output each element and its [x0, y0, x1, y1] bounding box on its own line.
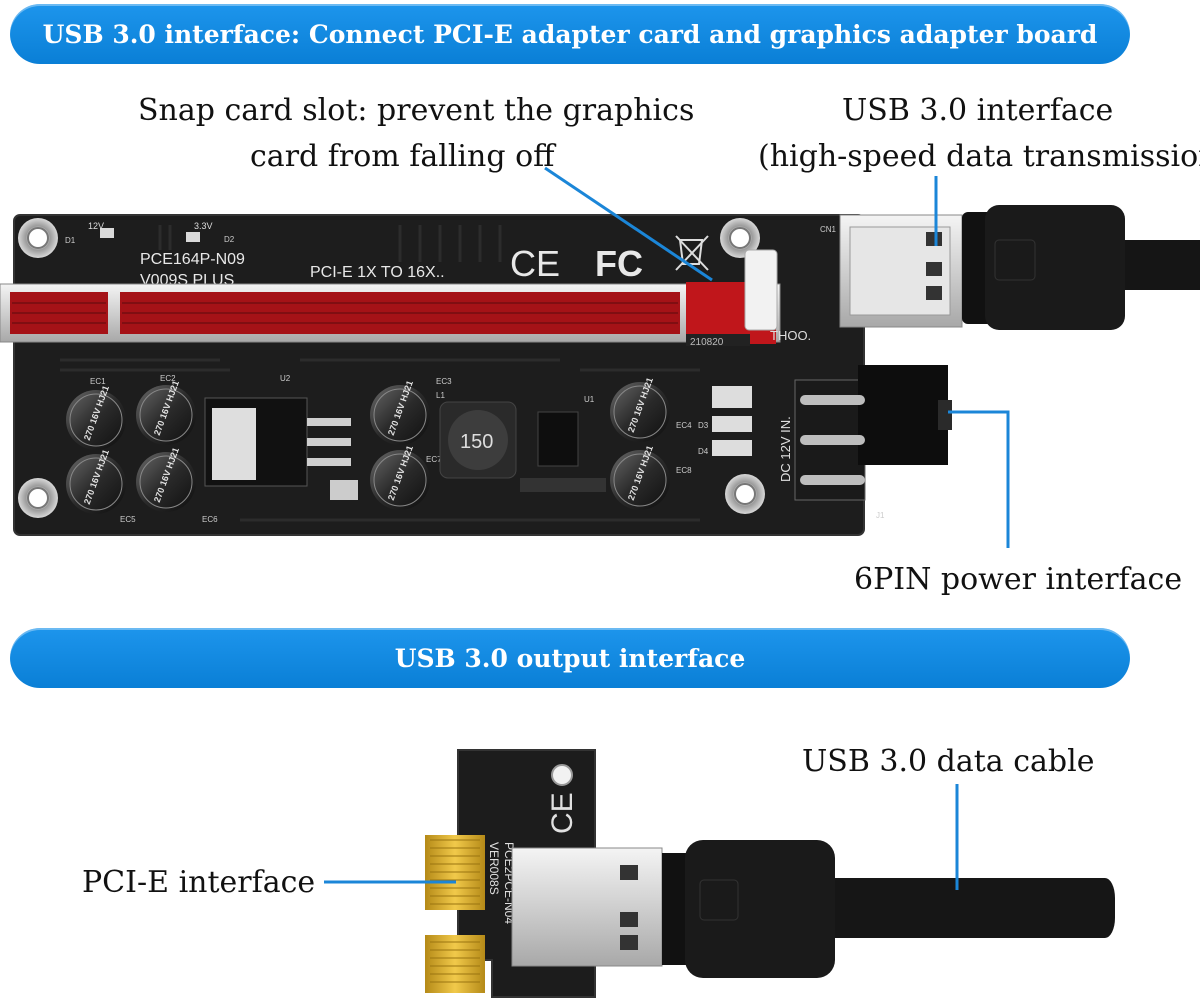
label-ec6: EC6: [202, 515, 218, 524]
chip-u1: [537, 411, 579, 467]
middle-banner: USB 3.0 output interface: [10, 628, 1130, 688]
label-ec7: EC7: [426, 455, 442, 464]
diode: [712, 440, 752, 456]
capacitor-ec3: [370, 385, 430, 445]
capacitor-ec4: [610, 382, 670, 442]
top-banner: USB 3.0 interface: Connect PCI-E adapter…: [10, 4, 1130, 64]
inductor-value: 150: [460, 431, 493, 453]
fcc-mark: FC: [595, 243, 643, 284]
label-d4: D4: [698, 447, 709, 456]
six-pin-connector: [794, 365, 952, 501]
diode: [712, 386, 752, 408]
label-j1: J1: [876, 511, 885, 520]
snap-latch: [744, 249, 778, 331]
label-ec2: EC2: [160, 374, 176, 383]
label-ec3: EC3: [436, 377, 452, 386]
gold-fingers: [425, 835, 485, 993]
capacitor-ec1: [66, 390, 126, 450]
inductor-l1: 150: [439, 401, 517, 479]
brand-mark: THOO.: [770, 328, 811, 343]
ce-mark: CE: [510, 243, 560, 284]
capacitor-ec2: [136, 385, 196, 445]
diode: [712, 416, 752, 432]
usb-port-small: [511, 847, 663, 967]
label-d1: D1: [65, 236, 76, 245]
resistor-array: [520, 478, 606, 492]
riser-board: 12V 3.3V D1 D2 PCE164P-N09 V009S PLUS PC…: [0, 205, 1200, 536]
label-33v: 3.3V: [194, 221, 213, 231]
pcie-interface-label: PCI-E interface: [82, 865, 316, 900]
capacitor-ec6: [136, 452, 196, 512]
small-board-version: VER008S: [487, 842, 501, 895]
board-model: PCE164P-N09: [140, 251, 245, 268]
pcie-x16-slot: 210820 THOO.: [0, 249, 811, 348]
capacitor-ec5: [66, 454, 126, 514]
snap-slot-label-line1: Snap card slot: prevent the graphics: [138, 93, 695, 128]
capacitor-ec8: [610, 450, 670, 510]
label-ec1: EC1: [90, 377, 106, 386]
pcie-x1-adapter: CE PCE2PCE-N04 VER008S: [425, 749, 663, 998]
board-slot-text: PCI-E 1X TO 16X..: [310, 264, 445, 281]
label-u2: U2: [280, 374, 291, 383]
regulator-u2: [204, 397, 351, 487]
label-ec4: EC4: [676, 421, 692, 430]
usb-cable-plug-bottom: [662, 840, 1115, 978]
usb-cable-label: USB 3.0 data cable: [802, 744, 1095, 779]
smd-component: [330, 480, 358, 500]
label-ec5: EC5: [120, 515, 136, 524]
callout-line-power: [948, 410, 1010, 548]
usb-interface-label-line1: USB 3.0 interface: [842, 93, 1114, 128]
label-u1: U1: [584, 395, 595, 404]
usb-port-riser: CN1: [820, 214, 963, 328]
weee-bin-icon: [675, 235, 709, 271]
label-ec8: EC8: [676, 466, 692, 475]
usb-cable-plug-top: [962, 205, 1200, 330]
label-l1: L1: [436, 391, 445, 400]
label-d3: D3: [698, 421, 709, 430]
small-ce-mark: CE: [546, 792, 579, 834]
date-code: 210820: [690, 337, 724, 348]
callout-line-snap: [544, 166, 713, 282]
label-d2: D2: [224, 235, 235, 244]
label-12v: 12V: [88, 221, 104, 231]
usb-interface-label-line2: (high-speed data transmission): [758, 139, 1200, 174]
capacitor-ec7: [370, 450, 430, 510]
snap-slot-label-line2: card from falling off: [250, 139, 555, 174]
power-interface-label: 6PIN power interface: [854, 562, 1183, 597]
label-cn1: CN1: [820, 225, 837, 234]
dc-in-label: DC 12V IN.: [778, 416, 793, 482]
